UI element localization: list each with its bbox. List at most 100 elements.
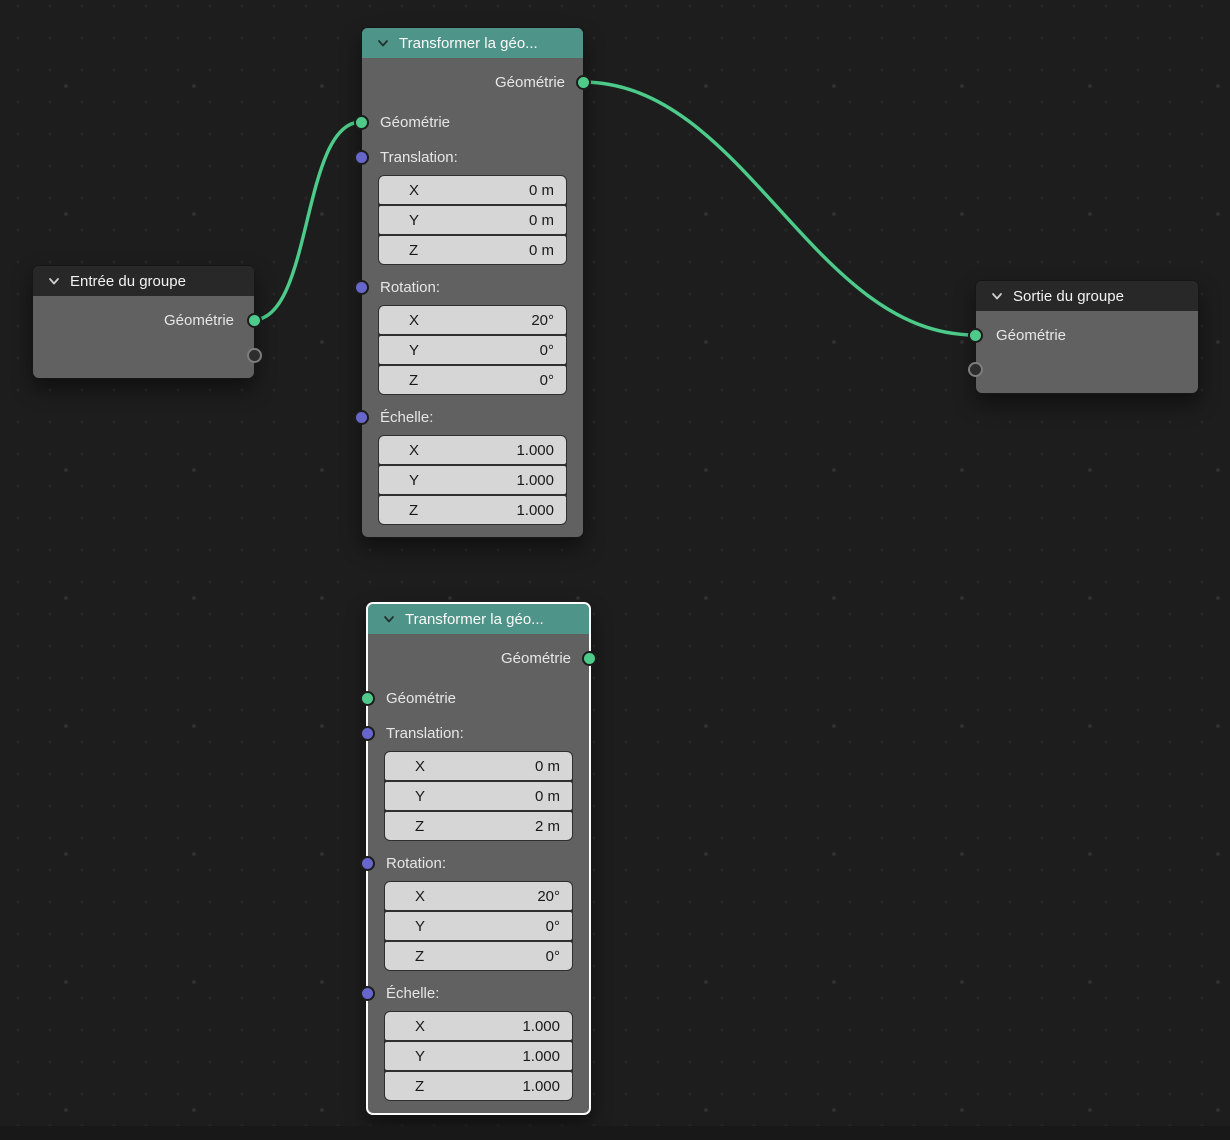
axis-label: Z xyxy=(415,947,425,965)
virtual-output-socket[interactable] xyxy=(247,348,262,363)
field-translation-y[interactable]: Y 0 m xyxy=(385,782,572,810)
axis-label: X xyxy=(409,441,420,459)
node-group-input-header[interactable]: Entrée du groupe xyxy=(33,266,254,296)
field-scale-y[interactable]: Y 1.000 xyxy=(379,466,566,494)
field-rotation-z[interactable]: Z 0° xyxy=(379,366,566,394)
socket-row-geometry-input: Géométrie xyxy=(386,690,457,707)
axis-label: Z xyxy=(415,1077,425,1095)
node-transform-geometry-top[interactable]: Transformer la géo... Géométrie Géométri… xyxy=(354,27,591,538)
field-value: 0° xyxy=(539,341,554,359)
field-value: 1.000 xyxy=(516,441,554,459)
field-translation-z[interactable]: Z 2 m xyxy=(385,812,572,840)
field-value: 1.000 xyxy=(522,1047,560,1065)
geometry-output-socket[interactable] xyxy=(576,75,591,90)
axis-label: X xyxy=(415,887,426,905)
vector-fields-rotation: X 20° Y 0° Z 0° xyxy=(384,881,573,971)
node-title: Entrée du groupe xyxy=(70,272,186,290)
node-title: Transformer la géo... xyxy=(405,610,544,628)
socket-row-geometry-output: Géométrie xyxy=(500,650,571,667)
field-rotation-y[interactable]: Y 0° xyxy=(379,336,566,364)
node-transform-top-header[interactable]: Transformer la géo... xyxy=(362,28,583,58)
section-label-translation: Translation: xyxy=(386,725,464,742)
field-translation-z[interactable]: Z 0 m xyxy=(379,236,566,264)
node-title: Transformer la géo... xyxy=(399,34,538,52)
node-transform-bottom-header[interactable]: Transformer la géo... xyxy=(368,604,589,634)
axis-label: Z xyxy=(415,817,425,835)
field-value: 0 m xyxy=(528,211,554,229)
field-translation-x[interactable]: X 0 m xyxy=(385,752,572,780)
axis-label: Y xyxy=(415,787,426,805)
rotation-input-socket[interactable] xyxy=(354,280,369,295)
link-transform-to-output[interactable] xyxy=(580,80,977,337)
field-scale-x[interactable]: X 1.000 xyxy=(385,1012,572,1040)
axis-label: X xyxy=(415,1017,426,1035)
field-scale-z[interactable]: Z 1.000 xyxy=(379,496,566,524)
field-value: 2 m xyxy=(534,817,560,835)
field-value: 0 m xyxy=(534,787,560,805)
geometry-input-socket[interactable] xyxy=(968,328,983,343)
editor-bottom-edge xyxy=(0,1126,1230,1140)
axis-label: Y xyxy=(409,341,420,359)
field-value: 1.000 xyxy=(516,471,554,489)
section-label-scale: Échelle: xyxy=(380,409,434,426)
axis-label: Y xyxy=(415,1047,426,1065)
chevron-down-icon[interactable] xyxy=(990,289,1004,303)
axis-label: Z xyxy=(409,501,419,519)
axis-label: X xyxy=(409,311,420,329)
scale-input-socket[interactable] xyxy=(354,410,369,425)
geometry-output-socket[interactable] xyxy=(582,651,597,666)
vector-fields-scale: X 1.000 Y 1.000 Z 1.000 xyxy=(384,1011,573,1101)
socket-row-geometry-output: Géométrie xyxy=(494,74,565,91)
link-input-to-transform[interactable] xyxy=(251,120,363,322)
chevron-down-icon[interactable] xyxy=(382,612,396,626)
scale-input-socket[interactable] xyxy=(360,986,375,1001)
field-value: 20° xyxy=(531,311,554,329)
axis-label: X xyxy=(409,181,420,199)
field-translation-x[interactable]: X 0 m xyxy=(379,176,566,204)
field-value: 0° xyxy=(545,917,560,935)
field-rotation-x[interactable]: X 20° xyxy=(385,882,572,910)
link-input-to-transform-outline xyxy=(252,119,362,323)
node-group-output[interactable]: Sortie du groupe Géométrie xyxy=(968,280,1199,394)
field-value: 1.000 xyxy=(516,501,554,519)
link-transform-to-output-outline xyxy=(581,79,976,338)
geometry-output-socket[interactable] xyxy=(247,313,262,328)
field-rotation-z[interactable]: Z 0° xyxy=(385,942,572,970)
field-scale-y[interactable]: Y 1.000 xyxy=(385,1042,572,1070)
field-value: 0 m xyxy=(528,181,554,199)
node-title: Sortie du groupe xyxy=(1013,287,1124,305)
node-transform-geometry-bottom[interactable]: Transformer la géo... Géométrie Géométri… xyxy=(360,602,597,1115)
socket-row-geometry-input: Géométrie xyxy=(380,114,451,131)
translation-input-socket[interactable] xyxy=(354,150,369,165)
chevron-down-icon[interactable] xyxy=(376,36,390,50)
field-value: 1.000 xyxy=(522,1077,560,1095)
field-value: 20° xyxy=(537,887,560,905)
node-group-input[interactable]: Entrée du groupe Géométrie xyxy=(32,265,262,379)
section-label-scale: Échelle: xyxy=(386,985,440,1002)
field-rotation-x[interactable]: X 20° xyxy=(379,306,566,334)
vector-fields-rotation: X 20° Y 0° Z 0° xyxy=(378,305,567,395)
axis-label: Y xyxy=(415,917,426,935)
field-scale-z[interactable]: Z 1.000 xyxy=(385,1072,572,1100)
node-group-output-header[interactable]: Sortie du groupe xyxy=(976,281,1198,311)
chevron-down-icon[interactable] xyxy=(47,274,61,288)
field-rotation-y[interactable]: Y 0° xyxy=(385,912,572,940)
virtual-input-socket[interactable] xyxy=(968,362,983,377)
field-value: 0 m xyxy=(528,241,554,259)
vector-fields-scale: X 1.000 Y 1.000 Z 1.000 xyxy=(378,435,567,525)
vector-fields-translation: X 0 m Y 0 m Z 0 m xyxy=(378,175,567,265)
field-translation-y[interactable]: Y 0 m xyxy=(379,206,566,234)
field-value: 0 m xyxy=(534,757,560,775)
section-label-translation: Translation: xyxy=(380,149,458,166)
section-label-rotation: Rotation: xyxy=(380,279,441,296)
translation-input-socket[interactable] xyxy=(360,726,375,741)
field-value: 1.000 xyxy=(522,1017,560,1035)
rotation-input-socket[interactable] xyxy=(360,856,375,871)
geometry-input-socket[interactable] xyxy=(360,691,375,706)
field-scale-x[interactable]: X 1.000 xyxy=(379,436,566,464)
geometry-input-socket[interactable] xyxy=(354,115,369,130)
axis-label: Y xyxy=(409,211,420,229)
section-label-rotation: Rotation: xyxy=(386,855,447,872)
